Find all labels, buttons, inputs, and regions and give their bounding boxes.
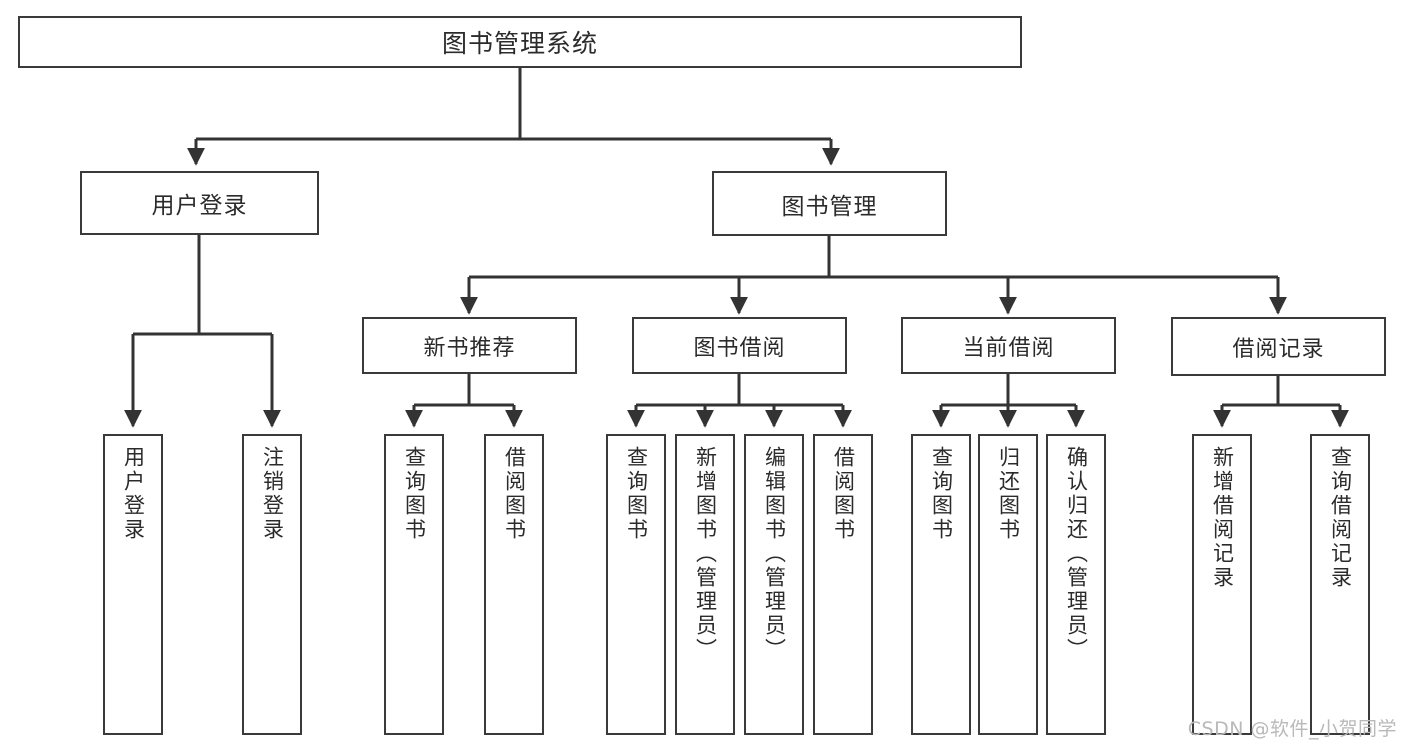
leaf-user-login-signout[interactable]: 注销登录 <box>242 434 302 735</box>
node-new-book-recommend[interactable]: 新书推荐 <box>362 317 577 374</box>
leaf-label: 注销登录 <box>260 446 285 542</box>
leaf-label: 查询图书 <box>624 446 649 542</box>
leaf-user-login-signin[interactable]: 用户登录 <box>103 434 163 735</box>
node-root-label: 图书管理系统 <box>441 29 598 58</box>
leaf-label: 新增图书（管理员） <box>693 446 718 662</box>
leaf-book-borrow-add[interactable]: 新增图书（管理员） <box>675 434 735 735</box>
leaf-book-borrow-query[interactable]: 查询图书 <box>606 434 666 735</box>
node-book-borrow-label: 图书借阅 <box>693 335 786 361</box>
leaf-label: 借阅图书 <box>831 446 856 542</box>
leaf-current-borrow-return[interactable]: 归还图书 <box>978 434 1038 735</box>
leaf-borrow-record-add[interactable]: 新增借阅记录 <box>1192 434 1252 735</box>
leaf-label: 查询图书 <box>402 446 427 542</box>
leaf-label: 用户登录 <box>121 446 146 542</box>
node-user-login-label: 用户登录 <box>151 193 248 219</box>
leaf-borrow-record-query[interactable]: 查询借阅记录 <box>1310 434 1370 735</box>
leaf-label: 新增借阅记录 <box>1210 446 1235 590</box>
leaf-label: 编辑图书（管理员） <box>762 446 787 662</box>
leaf-new-book-query[interactable]: 查询图书 <box>384 434 444 735</box>
node-user-login[interactable]: 用户登录 <box>80 171 319 235</box>
node-borrow-record[interactable]: 借阅记录 <box>1171 317 1386 376</box>
leaf-label: 确认归还（管理员） <box>1064 446 1089 662</box>
leaf-book-borrow-edit[interactable]: 编辑图书（管理员） <box>744 434 804 735</box>
node-borrow-record-label: 借阅记录 <box>1232 336 1325 362</box>
node-book-management[interactable]: 图书管理 <box>712 171 947 236</box>
leaf-new-book-borrow[interactable]: 借阅图书 <box>484 434 544 735</box>
leaf-label: 归还图书 <box>996 446 1021 542</box>
node-new-book-recommend-label: 新书推荐 <box>423 335 516 361</box>
node-book-borrow[interactable]: 图书借阅 <box>632 317 847 374</box>
leaf-current-borrow-confirm[interactable]: 确认归还（管理员） <box>1046 434 1106 735</box>
leaf-label: 查询图书 <box>929 446 954 542</box>
leaf-label: 查询借阅记录 <box>1328 446 1353 590</box>
node-root[interactable]: 图书管理系统 <box>18 16 1022 68</box>
leaf-label: 借阅图书 <box>502 446 527 542</box>
leaf-book-borrow-lend[interactable]: 借阅图书 <box>813 434 873 735</box>
node-book-management-label: 图书管理 <box>781 193 878 220</box>
node-current-borrow-label: 当前借阅 <box>962 335 1055 361</box>
node-current-borrow[interactable]: 当前借阅 <box>901 317 1116 374</box>
leaf-current-borrow-query[interactable]: 查询图书 <box>911 434 971 735</box>
watermark-text: CSDN @软件_小贺同学 <box>1187 718 1397 740</box>
